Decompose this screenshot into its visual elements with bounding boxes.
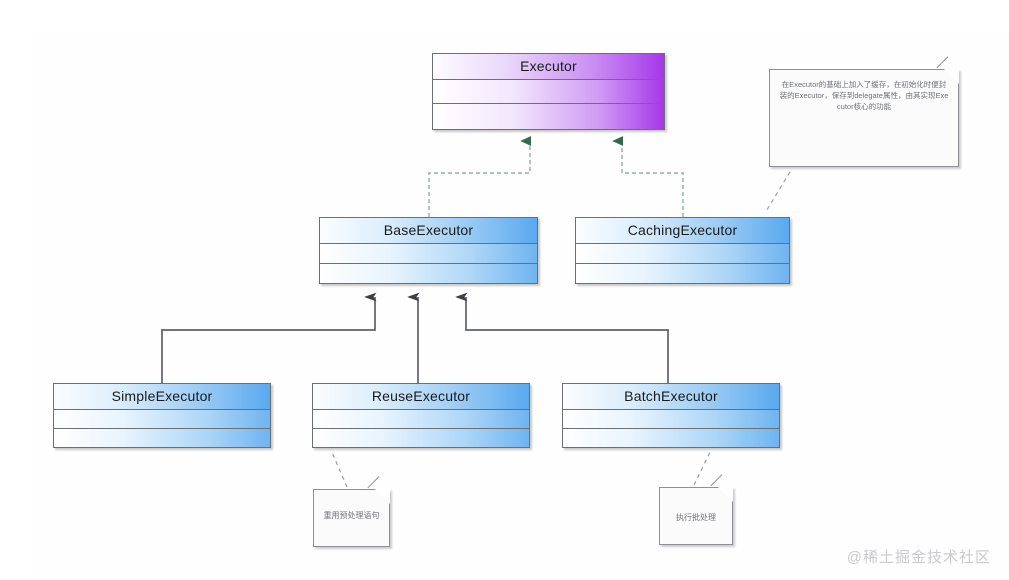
- note-caching-executor[interactable]: 在Executor的基础上加入了缓存，在初始化时便封装的Executor，保存到…: [769, 56, 960, 167]
- class-attributes-caching-executor: [576, 244, 789, 264]
- class-operations-caching-executor: [576, 264, 789, 283]
- note-fold-icon: [375, 489, 390, 504]
- class-title-base-executor: BaseExecutor: [320, 218, 537, 244]
- class-box-executor[interactable]: Executor: [432, 53, 665, 130]
- class-title-executor: Executor: [433, 54, 664, 80]
- note-batch-executor[interactable]: 执行批处理: [659, 474, 734, 545]
- note-caching-executor-text: 在Executor的基础上加入了缓存，在初始化时便封装的Executor，保存到…: [779, 80, 949, 111]
- note-batch-executor-text: 执行批处理: [676, 513, 716, 522]
- class-box-simple-executor[interactable]: SimpleExecutor: [53, 383, 271, 448]
- class-operations-batch-executor: [563, 429, 779, 447]
- class-attributes-simple-executor: [54, 410, 270, 429]
- class-operations-base-executor: [320, 264, 537, 283]
- class-attributes-executor: [433, 80, 664, 104]
- class-box-reuse-executor[interactable]: ReuseExecutor: [312, 383, 530, 448]
- class-box-caching-executor[interactable]: CachingExecutor: [575, 217, 790, 284]
- class-title-reuse-executor: ReuseExecutor: [313, 384, 529, 410]
- note-fold-icon: [944, 69, 959, 84]
- class-operations-executor: [433, 104, 664, 129]
- class-attributes-reuse-executor: [313, 410, 529, 429]
- class-box-base-executor[interactable]: BaseExecutor: [319, 217, 538, 284]
- note-reuse-executor-text: 重用预处理语句: [323, 511, 380, 520]
- class-box-batch-executor[interactable]: BatchExecutor: [562, 383, 780, 448]
- class-title-batch-executor: BatchExecutor: [563, 384, 779, 410]
- class-operations-simple-executor: [54, 429, 270, 447]
- note-fold-icon: [718, 487, 733, 502]
- watermark-label: @稀土掘金技术社区: [846, 549, 991, 566]
- note-reuse-executor[interactable]: 重用预处理语句: [313, 476, 391, 547]
- class-title-caching-executor: CachingExecutor: [576, 218, 789, 244]
- class-operations-reuse-executor: [313, 429, 529, 447]
- class-attributes-batch-executor: [563, 410, 779, 429]
- class-attributes-base-executor: [320, 244, 537, 264]
- class-title-simple-executor: SimpleExecutor: [54, 384, 270, 410]
